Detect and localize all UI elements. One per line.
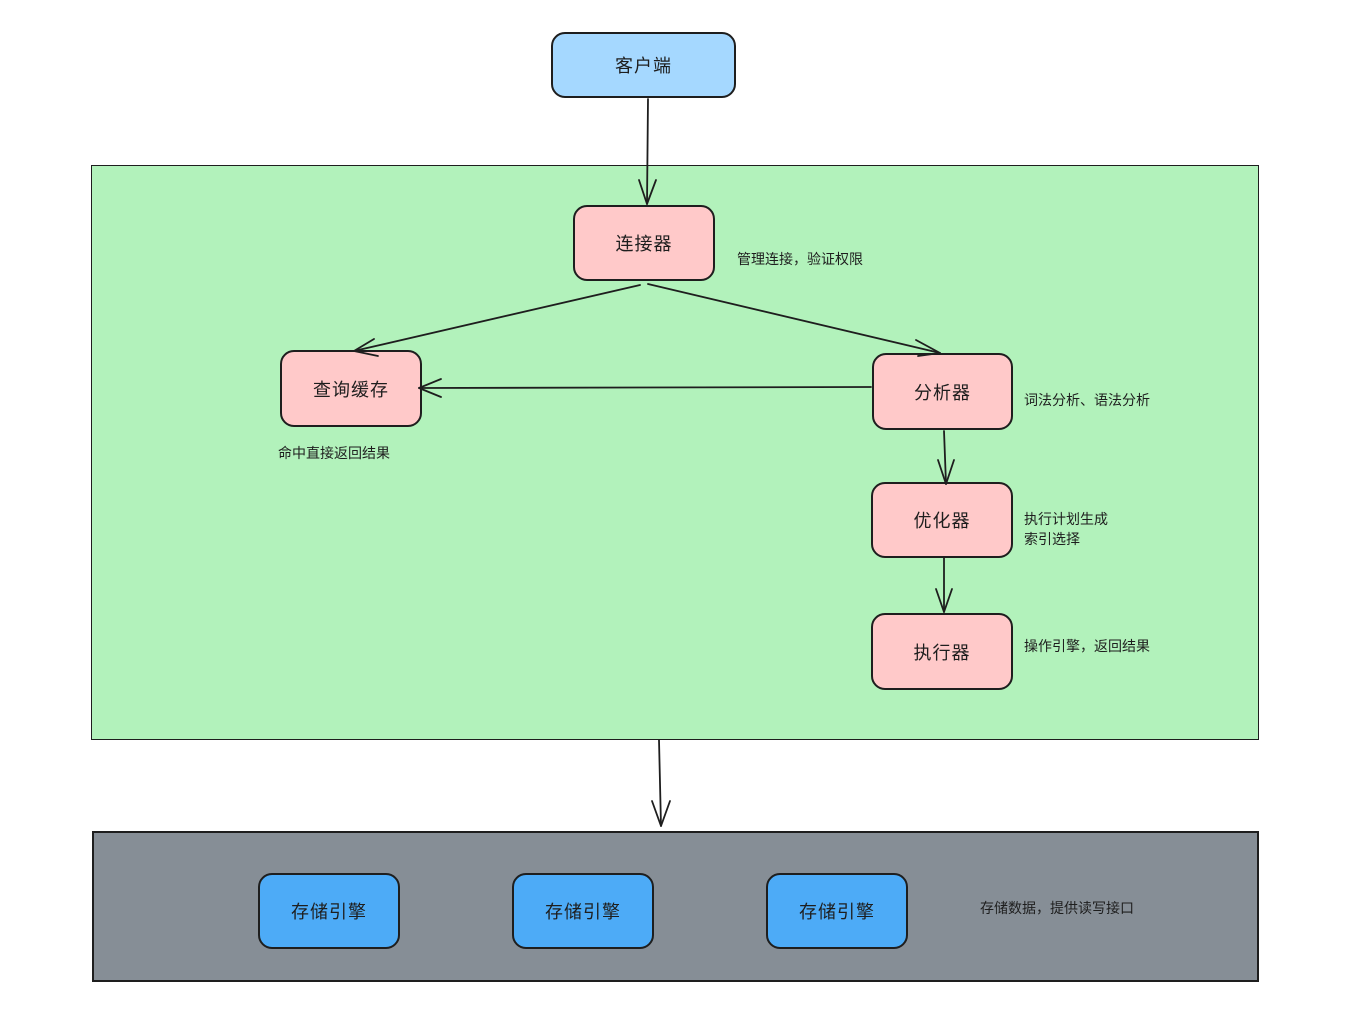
optimizer-node[interactable]: 优化器 <box>871 482 1013 558</box>
query-cache-note: 命中直接返回结果 <box>278 446 390 462</box>
storage-note: 存储数据，提供读写接口 <box>980 901 1134 917</box>
client-node[interactable]: 客户端 <box>551 32 736 98</box>
executor-note: 操作引擎，返回结果 <box>1024 639 1150 655</box>
storage-engine-node-3[interactable]: 存储引擎 <box>766 873 908 949</box>
storage-engine-node-1[interactable]: 存储引擎 <box>258 873 400 949</box>
arrowhead-server-to-storage <box>651 800 671 827</box>
arrow-server-to-storage <box>658 739 662 827</box>
connector-note: 管理连接，验证权限 <box>737 252 863 268</box>
optimizer-label: 优化器 <box>913 511 971 532</box>
storage-engine-node-2[interactable]: 存储引擎 <box>512 873 654 949</box>
analyzer-node[interactable]: 分析器 <box>872 353 1013 430</box>
optimizer-note-line-1: 执行计划生成 <box>1024 512 1108 528</box>
connector-node[interactable]: 连接器 <box>573 205 715 281</box>
storage-engine-label-2: 存储引擎 <box>545 902 621 923</box>
executor-label: 执行器 <box>913 642 971 664</box>
query-cache-node[interactable]: 查询缓存 <box>280 350 422 427</box>
executor-node[interactable]: 执行器 <box>871 613 1013 690</box>
connector-label: 连接器 <box>615 234 673 255</box>
storage-engine-label-1: 存储引擎 <box>291 902 367 923</box>
optimizer-note-line-2: 索引选择 <box>1024 532 1080 548</box>
storage-engine-label-3: 存储引擎 <box>799 902 875 923</box>
analyzer-note: 词法分析、语法分析 <box>1024 393 1150 409</box>
analyzer-label: 分析器 <box>914 382 971 404</box>
client-label: 客户端 <box>615 56 672 77</box>
query-cache-label: 查询缓存 <box>313 379 389 401</box>
